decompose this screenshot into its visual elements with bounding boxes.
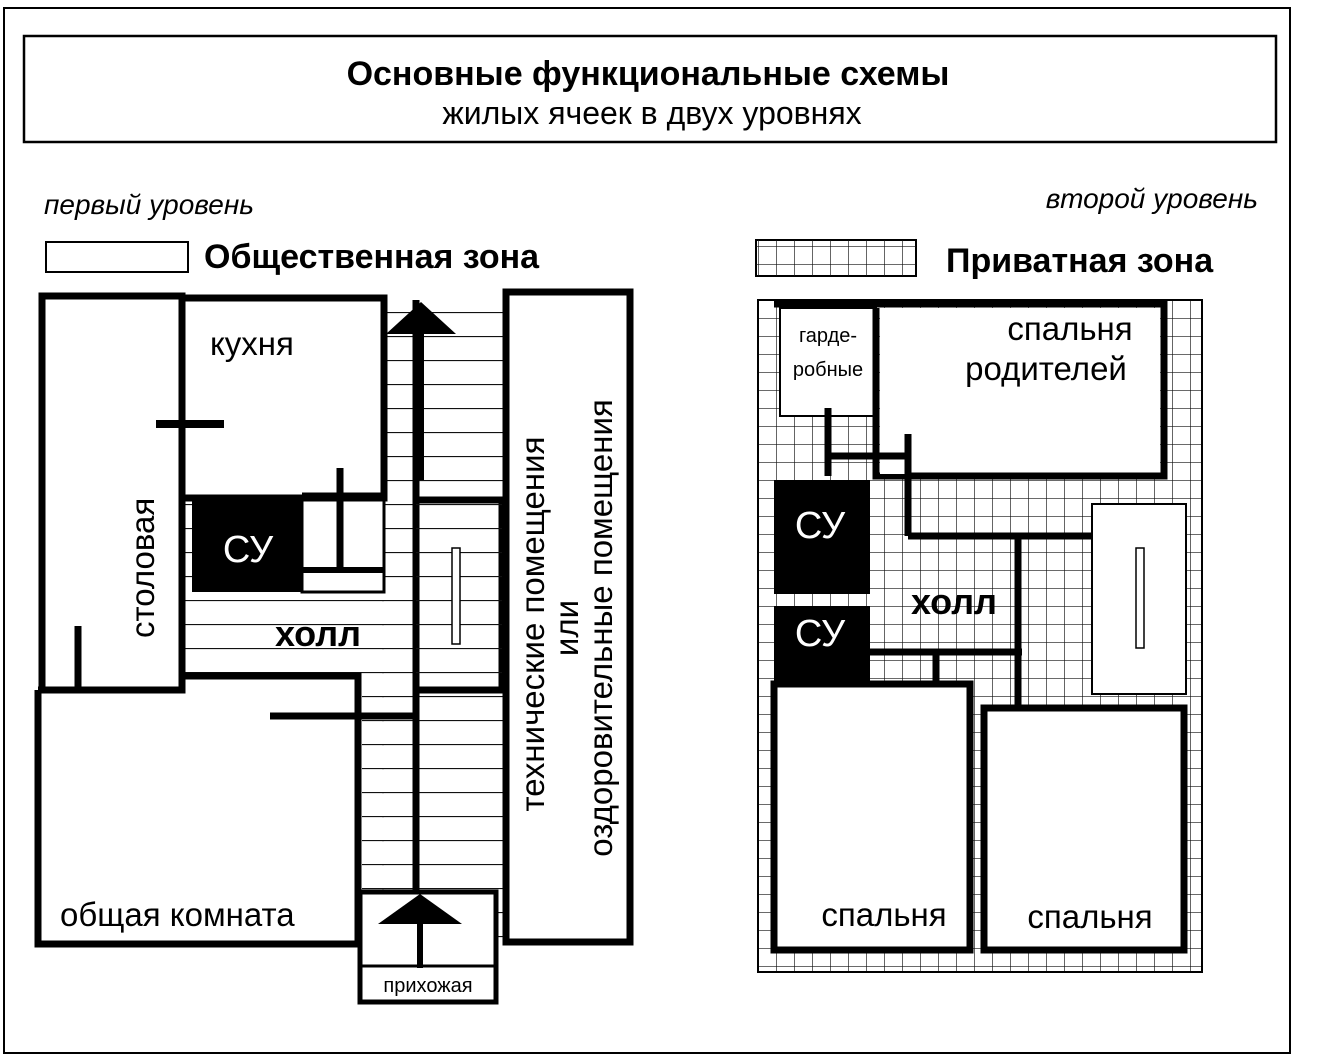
level2-caption: второй уровень xyxy=(1046,183,1258,214)
bedroom2-label: спальня xyxy=(1027,898,1152,935)
wardrobe-label-1: гарде- xyxy=(799,325,857,347)
entrance-label: прихожая xyxy=(383,975,472,997)
kitchen-label: кухня xyxy=(210,325,294,362)
bedroom2-room xyxy=(980,704,1188,954)
title-line-2: жилых ячеек в двух уровнях xyxy=(442,95,861,131)
wc1-block xyxy=(774,480,870,594)
bedroom1-room xyxy=(770,680,974,954)
wc2-label: СУ xyxy=(795,613,846,655)
level2-plan: гарде- робные спальня родителей СУ СУ хо… xyxy=(757,299,1203,973)
legend-private-swatch xyxy=(755,239,917,277)
legend-public-label: Общественная зона xyxy=(204,238,540,276)
technical-label-1: технические помещения xyxy=(514,437,551,812)
title-line-1: Основные функциональные схемы xyxy=(347,55,950,93)
technical-label-2: или xyxy=(548,600,585,656)
parents-label-2: родителей xyxy=(965,350,1127,387)
wc-block xyxy=(192,500,302,592)
technical-label-3: оздоровительные помещения xyxy=(582,399,619,857)
level1-caption: первый уровень xyxy=(44,189,254,220)
wc2-block xyxy=(774,606,870,686)
hall-label: холл xyxy=(275,613,361,654)
wc1-label: СУ xyxy=(795,505,846,547)
legend-private-label: Приватная зона xyxy=(946,242,1214,280)
hall2-label: холл xyxy=(911,581,997,622)
wc-label: СУ xyxy=(223,529,274,571)
outer-frame xyxy=(3,7,1291,1054)
level1-plan: кухня столовая СУ холл общая комната при… xyxy=(34,288,634,1005)
kitchen-room xyxy=(178,294,388,502)
technical-rooms xyxy=(502,288,634,946)
parents-label-1: спальня xyxy=(1007,310,1132,347)
legend-public-swatch xyxy=(45,241,189,273)
living-room xyxy=(34,672,362,948)
dining-room xyxy=(38,292,186,698)
wardrobe-label-2: робные xyxy=(793,359,863,381)
title-box xyxy=(22,34,1278,144)
living-label: общая комната xyxy=(60,896,295,933)
bedroom1-label: спальня xyxy=(821,896,946,933)
dining-label: столовая xyxy=(124,498,161,638)
